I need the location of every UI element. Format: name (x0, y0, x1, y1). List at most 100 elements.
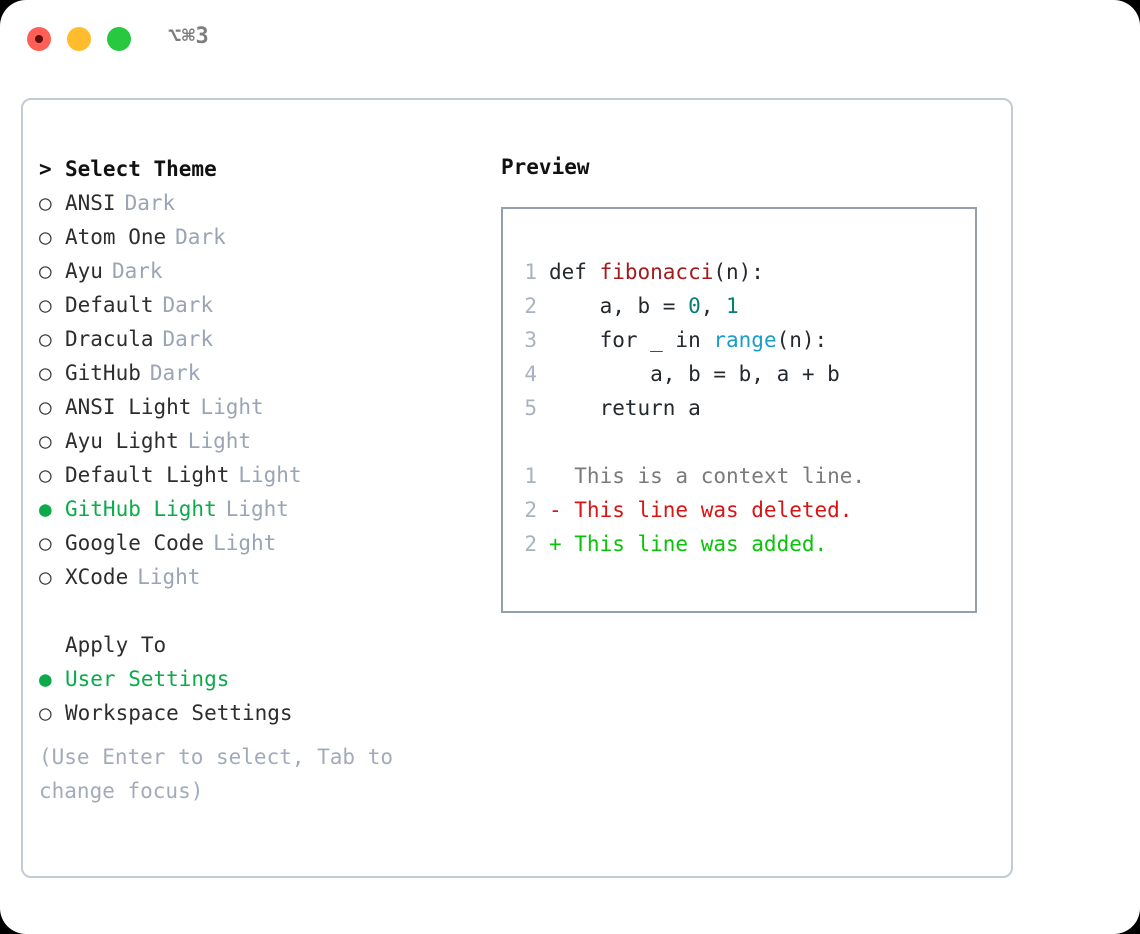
radio-unselected-icon[interactable]: ○ (39, 429, 52, 453)
code-token: a, b = (549, 294, 689, 318)
theme-list-item[interactable]: ○ Google Code Light (39, 526, 479, 560)
theme-item-type-badge: Light (213, 531, 277, 555)
apply-to-item[interactable]: ● User Settings (39, 662, 479, 696)
theme-item-type-badge: Dark (124, 191, 176, 215)
theme-item-label: GitHub (65, 361, 141, 385)
theme-list-item[interactable]: ○ GitHub Dark (39, 356, 479, 390)
theme-item-type-badge: Dark (162, 293, 214, 317)
theme-list-item[interactable]: ○ Default Light Light (39, 458, 479, 492)
line-number: 3 (524, 328, 537, 352)
line-number: 1 (524, 260, 537, 284)
theme-item-type-badge: Dark (162, 327, 214, 351)
minimize-button-icon[interactable] (67, 27, 91, 51)
code-line: 5 return a (515, 391, 975, 425)
section-spacer (39, 594, 479, 628)
keyboard-shortcut-label: ⌥⌘3 (168, 24, 210, 49)
diff-line: 2 + This line was added. (515, 527, 975, 561)
diff-line: 1 This is a context line. (515, 459, 975, 493)
code-line: 3 for _ in range(n): (515, 323, 975, 357)
preview-heading: Preview (501, 155, 590, 179)
theme-item-label: Google Code (65, 531, 205, 555)
apply-to-item-label: User Settings (65, 667, 230, 691)
radio-selected-icon[interactable]: ● (39, 497, 52, 521)
code-token: - This line was deleted. (549, 498, 853, 522)
code-line: 4 a, b = b, a + b (515, 357, 975, 391)
line-number: 5 (524, 396, 537, 420)
title-bar: ⌥⌘3 (0, 0, 1140, 78)
code-diff-spacer (515, 425, 975, 459)
radio-unselected-icon[interactable]: ○ (39, 327, 52, 351)
theme-item-type-badge: Dark (111, 259, 163, 283)
help-text: (Use Enter to select, Tab to change focu… (39, 745, 394, 803)
line-number: 4 (524, 362, 537, 386)
apply-to-list: ● User Settings ○ Workspace Settings (39, 662, 479, 730)
radio-unselected-icon[interactable]: ○ (39, 293, 52, 317)
radio-unselected-icon[interactable]: ○ (39, 565, 52, 589)
maximize-button-icon[interactable] (107, 27, 131, 51)
code-token: 1 (726, 294, 739, 318)
radio-unselected-icon[interactable]: ○ (39, 463, 52, 487)
code-token: + This line was added. (549, 532, 828, 556)
apply-to-heading: Apply To (39, 628, 479, 662)
code-token: This is a context line. (549, 464, 866, 488)
code-token: a, b = b, a + b (549, 362, 840, 386)
code-token: range (713, 328, 777, 352)
radio-unselected-icon[interactable]: ○ (39, 395, 52, 419)
theme-item-label: Dracula (65, 327, 154, 351)
radio-unselected-icon[interactable]: ○ (39, 225, 52, 249)
theme-item-label: ANSI Light (65, 395, 192, 419)
radio-unselected-icon[interactable]: ○ (39, 531, 52, 555)
radio-selected-icon[interactable]: ● (39, 667, 52, 691)
theme-item-label: Ayu Light (65, 429, 179, 453)
close-button-icon[interactable] (27, 27, 51, 51)
code-token: 0 (688, 294, 701, 318)
theme-item-label: Default (65, 293, 154, 317)
theme-list-item[interactable]: ○ Ayu Dark (39, 254, 479, 288)
apply-to-item-label: Workspace Settings (65, 701, 293, 725)
theme-list-item[interactable]: ○ ANSI Dark (39, 186, 479, 220)
theme-item-label: Ayu (65, 259, 103, 283)
code-token: (n): (776, 328, 828, 352)
code-token: (n): (713, 260, 764, 284)
code-line: 2 a, b = 0, 1 (515, 289, 975, 323)
diff-sample: 1 This is a context line. 2 - This line wa… (515, 459, 975, 561)
code-token: for _ in (549, 328, 714, 352)
line-number: 2 (524, 532, 537, 556)
theme-item-label: Default Light (65, 463, 230, 487)
apply-to-item[interactable]: ○ Workspace Settings (39, 696, 479, 730)
line-number: 1 (524, 464, 537, 488)
theme-list-item[interactable]: ○ ANSI Light Light (39, 390, 479, 424)
diff-line: 2 - This line was deleted. (515, 493, 975, 527)
radio-unselected-icon[interactable]: ○ (39, 259, 52, 283)
radio-unselected-icon[interactable]: ○ (39, 361, 52, 385)
line-number: 2 (524, 498, 537, 522)
theme-list-item[interactable]: ○ Dracula Dark (39, 322, 479, 356)
code-token: fibonacci (599, 260, 714, 284)
theme-item-type-badge: Dark (149, 361, 201, 385)
theme-item-label: Atom One (65, 225, 167, 249)
select-theme-heading: > Select Theme (39, 152, 479, 186)
theme-item-label: XCode (65, 565, 129, 589)
select-theme-heading-label: Select Theme (65, 157, 217, 181)
apply-to-heading-label: Apply To (65, 633, 167, 657)
theme-item-type-badge: Light (200, 395, 264, 419)
theme-list-item[interactable]: ○ Default Dark (39, 288, 479, 322)
theme-item-type-badge: Light (238, 463, 302, 487)
theme-item-label: ANSI (65, 191, 116, 215)
radio-unselected-icon[interactable]: ○ (39, 191, 52, 215)
cursor-prefix-icon: > (39, 157, 52, 181)
radio-unselected-icon[interactable]: ○ (39, 701, 52, 725)
code-token: , (700, 294, 727, 318)
